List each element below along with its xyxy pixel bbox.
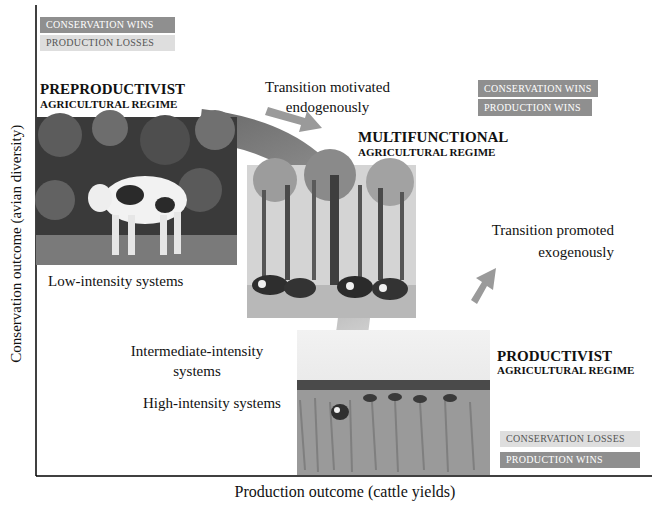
axis-title: Production outcome (cattle yields) — [36, 482, 654, 503]
box-text: CONSERVATION WINS — [484, 83, 592, 95]
photo-high-intensity — [297, 330, 490, 475]
outcome-box: CONSERVATION LOSSES — [500, 431, 640, 447]
box-text: PRODUCTION LOSSES — [46, 37, 154, 49]
outcome-box: PRODUCTION LOSSES — [40, 35, 175, 51]
outcome-box: PRODUCTION WINS — [500, 452, 640, 468]
transition-label: Transition promoted exogenously — [462, 220, 614, 264]
box-text: CONSERVATION WINS — [46, 19, 154, 31]
transition-arrow — [471, 268, 496, 304]
outcome-box: PRODUCTION WINS — [478, 99, 592, 116]
regime-subtitle: AGRICULTURAL REGIME — [358, 146, 558, 159]
intensity-label: High-intensity systems — [143, 394, 293, 414]
outcome-box: CONSERVATION WINS — [478, 80, 598, 97]
regime-title: MULTIFUNCTIONAL — [358, 128, 558, 146]
box-text: PRODUCTION WINS — [484, 102, 581, 114]
regime-subtitle: AGRICULTURAL REGIME — [497, 364, 649, 377]
box-text: CONSERVATION LOSSES — [506, 433, 625, 445]
regime-title: PREPRODUCTIVIST — [40, 80, 240, 98]
regime-subtitle: AGRICULTURAL REGIME — [40, 98, 240, 111]
outcome-box: CONSERVATION WINS — [40, 17, 175, 33]
intensity-label: Low-intensity systems — [48, 272, 248, 292]
box-text: PRODUCTION WINS — [506, 454, 603, 466]
x-axis — [36, 475, 652, 477]
axis-title: Conservation outcome (avian diversity) — [7, 34, 27, 454]
intensity-label: Intermediate-intensity systems — [122, 342, 272, 381]
photo-low-intensity — [35, 110, 237, 265]
transition-label: Transition motivated endogenously — [250, 78, 405, 117]
regime-title: PRODUCTIVIST — [497, 347, 647, 365]
photo-intermediate-intensity — [247, 149, 416, 318]
